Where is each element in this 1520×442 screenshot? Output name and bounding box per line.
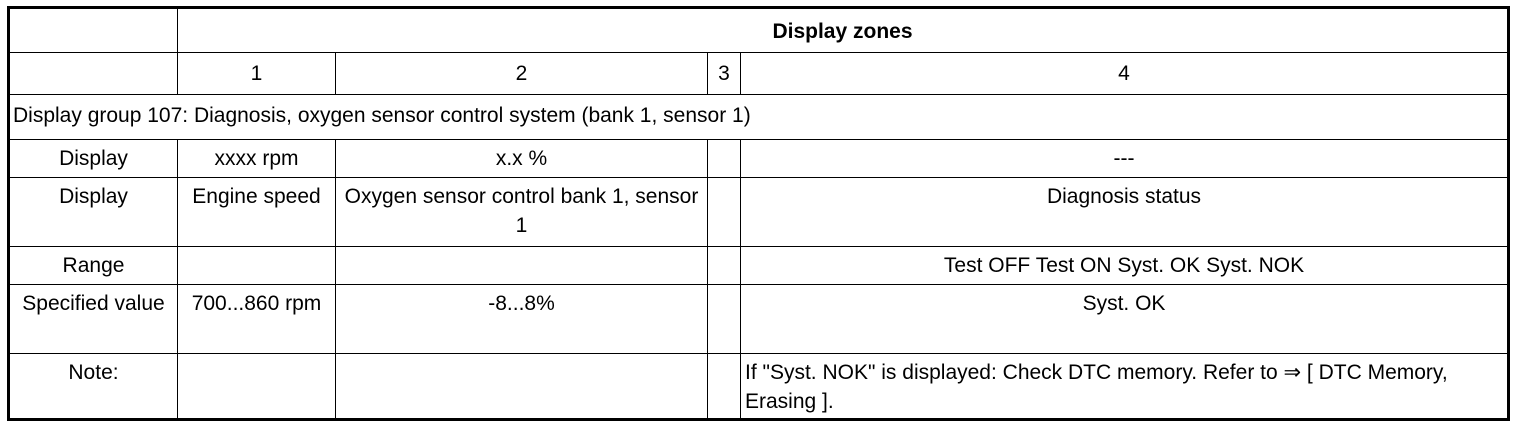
cell-zone-1: [177, 353, 336, 420]
zone-number-2: 2: [335, 52, 708, 95]
zone-number-row: 1 2 3 4: [8, 52, 1509, 95]
table-row: Display xxxx rpm x.x % ---: [8, 139, 1509, 178]
row-label: Display: [8, 177, 178, 247]
cell-zone-3: [707, 246, 741, 285]
cell-zone-3: [707, 284, 741, 354]
cell-zone-2: [335, 353, 708, 420]
row-label: Note:: [8, 353, 178, 420]
cell-zone-2: [335, 246, 708, 285]
cell-zone-3: [707, 177, 741, 247]
table-row: Note: If "Syst. NOK" is displayed: Check…: [8, 353, 1509, 420]
cell-zone-1: 700...860 rpm: [177, 284, 336, 354]
table-row: Display Engine speed Oxygen sensor contr…: [8, 177, 1509, 247]
cell-zone-2: -8...8%: [335, 284, 708, 354]
note-text: If "Syst. NOK" is displayed: Check DTC m…: [740, 353, 1509, 420]
cell-zone-1: xxxx rpm: [177, 139, 336, 178]
table-wrapper: Display zones 1 2 3 4 Display group 107:…: [7, 6, 1510, 421]
corner-cell: [8, 7, 178, 53]
display-group-title: Display group 107: Diagnosis, oxygen sen…: [8, 94, 1509, 140]
cell-zone-2: Oxygen sensor control bank 1, sensor 1: [335, 177, 708, 247]
display-zones-heading: Display zones: [177, 7, 1509, 53]
table-row: Specified value 700...860 rpm -8...8% Sy…: [8, 284, 1509, 354]
row-label: Range: [8, 246, 178, 285]
cell-zone-4: Syst. OK: [740, 284, 1509, 354]
cell-zone-1: [177, 246, 336, 285]
cell-zone-3: [707, 139, 741, 178]
zone-number-3: 3: [707, 52, 741, 95]
cell-zone-3: [707, 353, 741, 420]
cell-zone-1: Engine speed: [177, 177, 336, 247]
table-row: Range Test OFF Test ON Syst. OK Syst. NO…: [8, 246, 1509, 285]
row-label: Display: [8, 139, 178, 178]
row-label: Specified value: [8, 284, 178, 354]
zone-number-1: 1: [177, 52, 336, 95]
cell-zone-2: x.x %: [335, 139, 708, 178]
group-title-row: Display group 107: Diagnosis, oxygen sen…: [8, 94, 1509, 140]
header-row: Display zones: [8, 7, 1509, 53]
display-zones-table: Display zones 1 2 3 4 Display group 107:…: [7, 6, 1510, 421]
cell-zone-4: Test OFF Test ON Syst. OK Syst. NOK: [740, 246, 1509, 285]
corner-cell-2: [8, 52, 178, 95]
cell-zone-4: ---: [740, 139, 1509, 178]
cell-zone-4: Diagnosis status: [740, 177, 1509, 247]
zone-number-4: 4: [740, 52, 1509, 95]
